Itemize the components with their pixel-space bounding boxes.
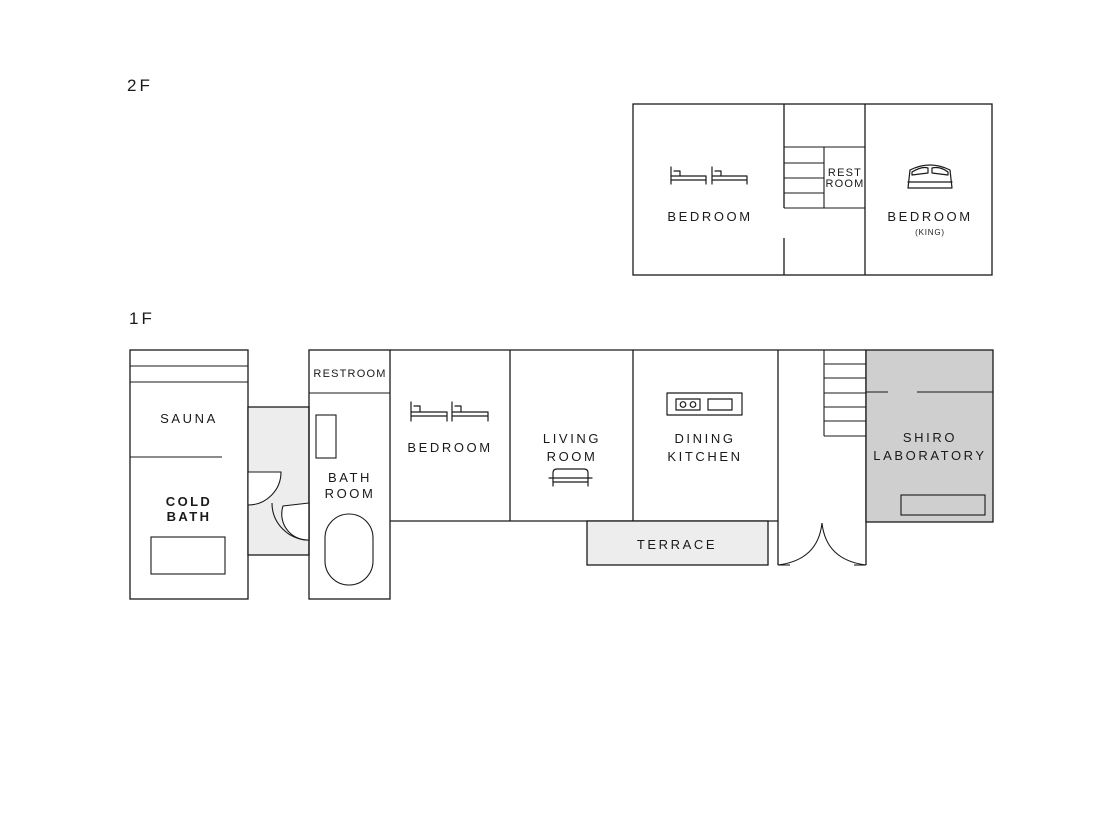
rest-room-label-2f-line2: ROOM [825, 178, 864, 190]
floor-label-1f: 1F [129, 309, 155, 328]
terrace [586, 520, 769, 566]
bedroom-label-1f: BEDROOM [407, 440, 492, 455]
bath-room-label: BATH [328, 470, 372, 485]
shiro-laboratory-label: SHIRO [903, 430, 957, 445]
toilet-icon [315, 414, 337, 459]
sauna-label: SAUNA [160, 411, 218, 426]
living-room-label: LIVING [543, 431, 601, 446]
first-floor: SAUNA COLD BATH RESTROOM BATH ROOM BEDRO… [129, 349, 994, 600]
laboratory-counter [900, 494, 986, 516]
bath-block-outline [308, 349, 391, 600]
bedroom-label-2f: BEDROOM [667, 209, 752, 224]
cold-bath-tub [150, 536, 226, 575]
floor-label-2f: 2F [127, 76, 153, 95]
stairs-2f [784, 146, 865, 209]
kitchen-counter-icon [666, 392, 743, 416]
rest-room-label-2f: REST [828, 167, 862, 179]
cold-bath-label: COLD [166, 494, 212, 509]
second-floor: REST ROOM BEDROOM BEDROOM (KING) [632, 103, 993, 276]
second-floor-outline [632, 103, 993, 276]
twin-beds-icon [410, 401, 489, 422]
bathtub-icon [324, 513, 374, 586]
dining-kitchen-label-line2: KITCHEN [667, 449, 742, 464]
shiro-laboratory-label-line2: LABORATORY [873, 448, 986, 463]
sofa-icon [548, 468, 593, 487]
dining-kitchen-label: DINING [674, 431, 735, 446]
stairs-1f [823, 350, 866, 437]
entrance-double-door [777, 522, 867, 566]
living-room-label-line2: ROOM [547, 449, 598, 464]
bedroom-king-label: BEDROOM [887, 209, 972, 224]
sauna-coldbath-outline [129, 349, 249, 600]
restroom-label: RESTROOM [313, 368, 386, 380]
terrace-label: TERRACE [637, 537, 717, 552]
bedroom-king-note: (KING) [915, 228, 945, 237]
door-swing-sauna [247, 471, 282, 506]
king-bed-icon [907, 164, 953, 189]
bath-room-label-line2: ROOM [325, 486, 376, 501]
cold-bath-label-line2: BATH [167, 509, 212, 524]
twin-beds-icon [670, 166, 748, 185]
shiro-laboratory [865, 349, 994, 523]
